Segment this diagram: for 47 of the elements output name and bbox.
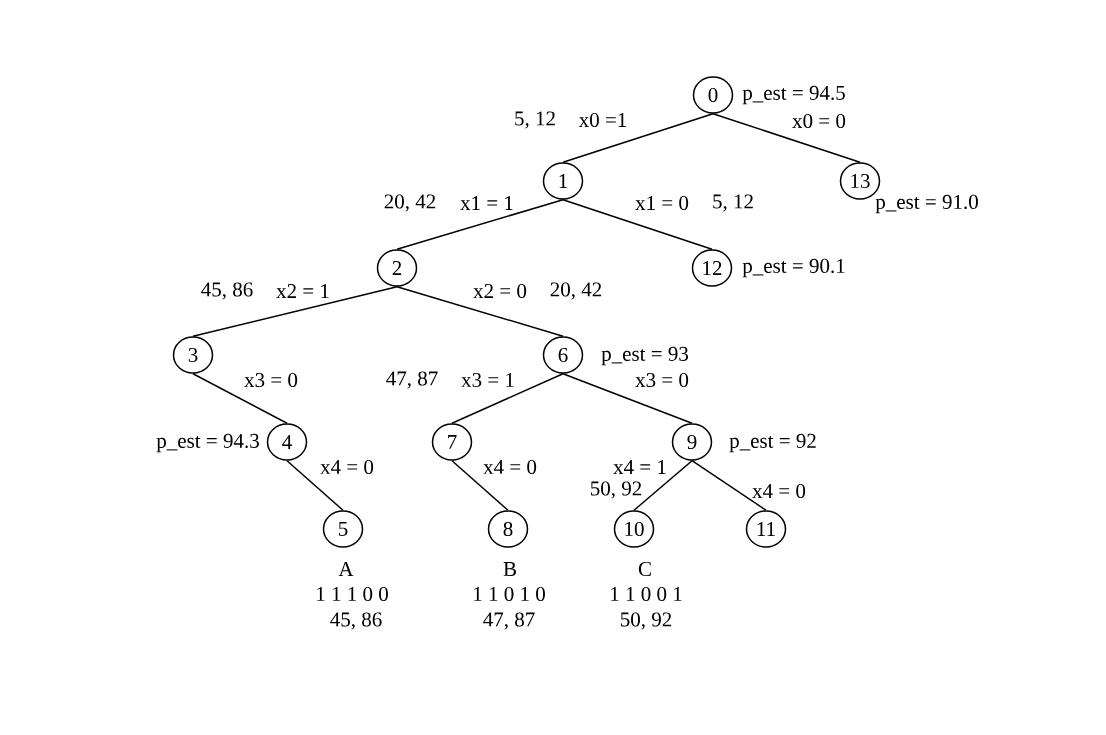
branch-line	[712, 113, 861, 163]
branch-line	[396, 286, 564, 337]
edge-label: x4 = 0	[320, 459, 374, 475]
branch-line	[562, 199, 713, 250]
edge-label: x4 = 1	[613, 460, 666, 474]
weight-value-label: 47, 87	[483, 612, 535, 630]
weight-value-label: 47, 87	[386, 371, 438, 389]
solution-letter: C	[638, 561, 651, 577]
branch-line	[451, 373, 564, 424]
edge-label: x3 = 0	[635, 372, 689, 388]
weight-value-label: 20, 42	[384, 194, 436, 212]
weight-value-label: 50, 92	[591, 481, 642, 499]
edge-label: x0 = 0	[792, 113, 846, 129]
solution-letter: B	[503, 562, 516, 576]
branch-line	[691, 460, 767, 511]
branch-line	[562, 373, 693, 424]
branch-line	[633, 460, 693, 511]
edge-label: x1 = 0	[635, 195, 689, 211]
bit-string: 1 1 1 0 0	[317, 586, 388, 602]
bit-string: 1 1 0 1 0	[474, 586, 545, 602]
edge-label: x3 = 1	[461, 372, 514, 388]
estimate-label: p_est = 92	[729, 433, 816, 453]
edge-label: x4 = 0	[483, 459, 537, 475]
branch-line	[192, 286, 398, 337]
weight-value-label: 20, 42	[550, 282, 602, 300]
edge-label: x4 = 0	[752, 483, 806, 499]
bit-string: 1 1 0 0 1	[611, 586, 682, 602]
weight-value-label: 45, 86	[330, 612, 382, 630]
branch-line	[286, 460, 344, 511]
weight-value-label: 5, 12	[713, 194, 753, 212]
weight-value-label: 50, 92	[621, 612, 672, 630]
estimate-label: p_est = 90.1	[742, 258, 845, 278]
branch-line	[192, 373, 288, 424]
edge-label: x1 = 1	[460, 196, 513, 210]
solution-letter: A	[338, 562, 354, 576]
estimate-label: p_est = 94.3	[156, 433, 259, 453]
branch-line	[562, 113, 714, 163]
branch-line	[396, 199, 564, 250]
edge-label: x2 = 1	[276, 284, 329, 298]
weight-value-label: 5, 12	[515, 111, 555, 129]
estimate-label: p_est = 94.5	[742, 85, 845, 105]
edge-label: x3 = 0	[244, 372, 298, 388]
weight-value-label: 45, 86	[201, 282, 253, 300]
edge-label: x0 =1	[578, 112, 627, 128]
edge-label: x2 = 0	[473, 283, 527, 299]
branch-line	[451, 460, 509, 511]
estimate-label: p_est = 93	[601, 346, 688, 366]
